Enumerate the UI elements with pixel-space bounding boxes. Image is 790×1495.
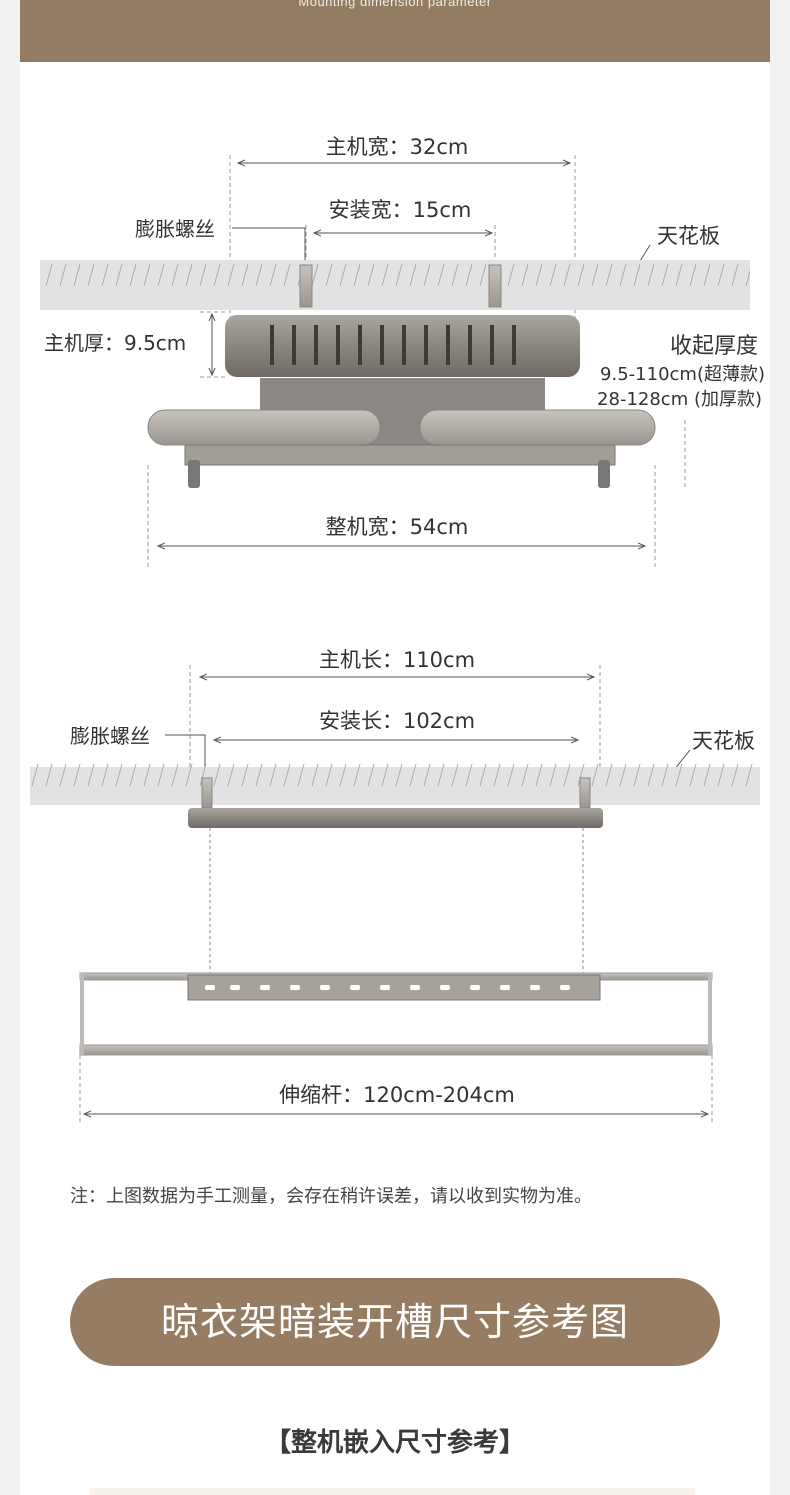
section-banner: 晾衣架暗装开槽尺寸参考图 <box>70 1278 720 1366</box>
bolt-icon <box>488 264 502 308</box>
expansion-screw-label: 膨胀螺丝 <box>135 217 215 241</box>
host-bar <box>188 808 603 828</box>
expansion-screw-label-2: 膨胀螺丝 <box>70 724 150 748</box>
front-view-diagram: 主机宽：32cm 安装宽：15cm 膨胀螺丝 天花板 主机厚：9.5cm 收起厚… <box>40 135 765 570</box>
folded-thickness-title: 收起厚度 <box>670 334 758 359</box>
page-background <box>20 0 770 1495</box>
telescopic-rod-bottom <box>79 1044 713 1056</box>
host-thickness-label: 主机厚：9.5cm <box>44 331 186 355</box>
header-banner: Mounting dimension parameter <box>20 0 770 62</box>
install-width-label: 安装宽：15cm <box>329 198 472 222</box>
host-width-label: 主机宽：32cm <box>326 135 469 159</box>
install-length-label: 安装长：102cm <box>319 709 475 733</box>
folded-thickness-thin: 9.5-110cm(超薄款) <box>600 364 765 385</box>
ceiling-label-2: 天花板 <box>692 729 755 753</box>
section-subheading: 【整机嵌入尺寸参考】 <box>264 1428 525 1458</box>
next-image-edge <box>90 1488 695 1495</box>
ceiling-label: 天花板 <box>657 224 720 248</box>
side-view-diagram: 主机长：110cm 安装长：102cm 膨胀螺丝 天花板 伸缩杆：120cm-2… <box>30 648 760 1125</box>
folded-thickness-thick: 28-128cm (加厚款) <box>597 389 762 410</box>
total-width-label: 整机宽：54cm <box>326 515 469 539</box>
measurement-note: 注：上图数据为手工测量，会存在稍许误差，请以收到实物为准。 <box>70 1186 592 1207</box>
telescopic-rod-label: 伸缩杆：120cm-204cm <box>279 1083 515 1107</box>
bolt-icon <box>299 264 313 308</box>
header-subtitle: Mounting dimension parameter <box>298 0 492 9</box>
host-length-label: 主机长：110cm <box>319 648 475 672</box>
